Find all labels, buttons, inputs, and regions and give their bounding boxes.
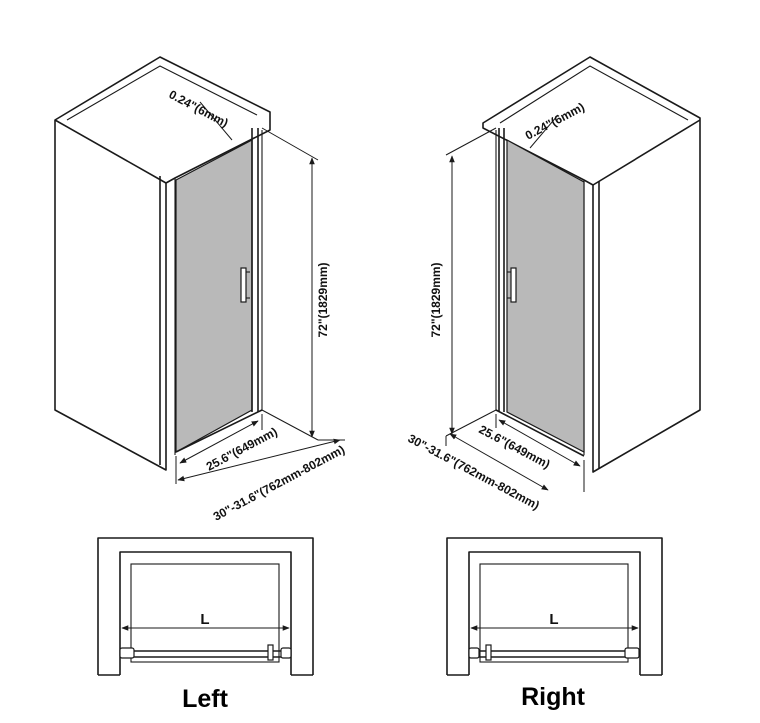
left-glass-door [175,128,263,454]
left-wall-block [54,56,271,471]
right-glass-door [495,128,585,457]
left-caption: Left [182,685,229,713]
right-opening-dim-line [449,433,549,491]
left-opening-dim-line [177,438,341,482]
left-plan-hinge-icon [119,647,135,659]
left-height-label: 72"(1829mm) [316,262,330,337]
left-iso-view: 72"(1829mm) 0.24"(6mm) 25.6"(649mm) 30"-… [54,56,347,524]
right-plan-view: L [446,537,663,676]
left-glass-thickness-label: 0.24"(6mm) [167,87,231,130]
right-iso-view: 72"(1829mm) 0.24"(6mm) 25.6"(649mm) 30"-… [406,56,701,513]
right-glass-thickness-label: 0.24"(6mm) [523,100,587,143]
left-plan-view: L [97,537,314,676]
left-plan-latch-icon [280,647,292,659]
right-thickness-leader [529,114,559,149]
left-door-handle-icon [240,267,247,303]
right-plan-latch-icon [468,647,480,659]
right-caption: Right [521,683,586,711]
left-door-width-label: 25.6"(649mm) [204,424,280,473]
left-thickness-leader [199,101,233,141]
right-door-handle-icon [510,267,517,303]
right-plan-L-label: L [549,611,558,628]
left-plan-handle-icon [267,644,274,661]
right-height-label: 72"(1829mm) [429,262,443,337]
right-plan-handle-icon [485,644,492,661]
right-plan-hinge-icon [624,647,640,659]
left-plan-L-label: L [200,611,209,628]
